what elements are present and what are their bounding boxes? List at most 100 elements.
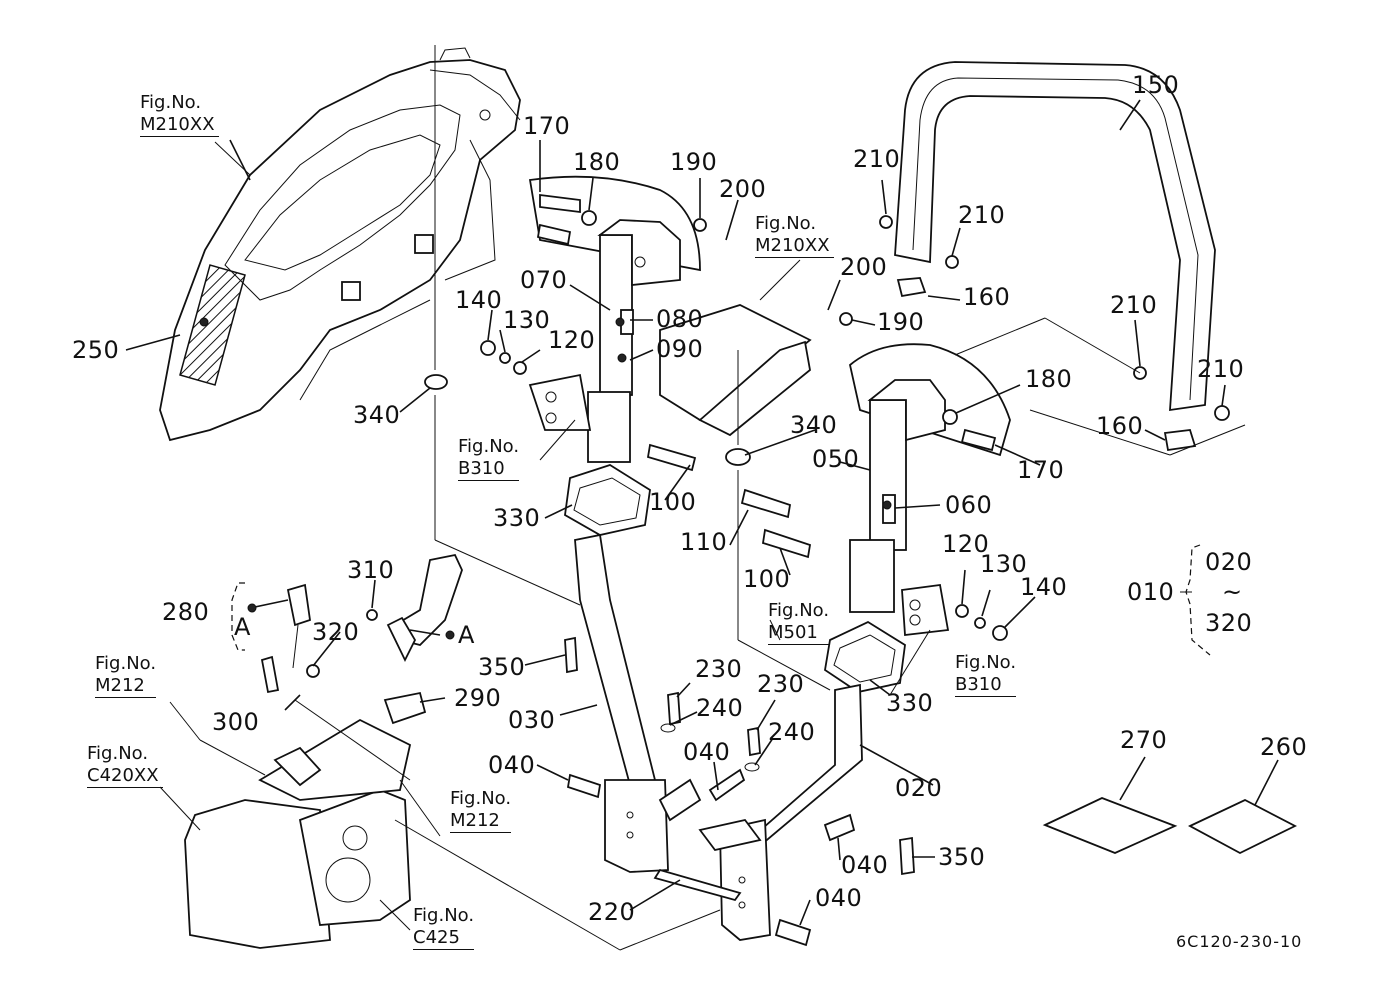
label-150: 150 bbox=[1132, 71, 1180, 99]
label-270: 270 bbox=[1120, 726, 1168, 754]
label-210-a: 210 bbox=[853, 145, 901, 173]
fig-ref-prefix: Fig.No. bbox=[413, 905, 475, 926]
label-340-a: 340 bbox=[353, 401, 401, 429]
label-030: 030 bbox=[508, 706, 556, 734]
label-range-sep: ~ bbox=[1222, 578, 1243, 606]
fig-ref-prefix: Fig.No. bbox=[955, 652, 1017, 673]
label-110: 110 bbox=[680, 528, 728, 556]
label-210-b: 210 bbox=[958, 201, 1006, 229]
fig-ref-value: B310 bbox=[458, 458, 520, 481]
label-170-a: 170 bbox=[523, 112, 571, 140]
fig-ref-c425: Fig.No. C425 bbox=[413, 905, 475, 950]
label-170-b: 170 bbox=[1017, 456, 1065, 484]
label-040-b: 040 bbox=[683, 738, 731, 766]
label-detail-a-1: A bbox=[234, 613, 251, 641]
fig-ref-m210xx-center: Fig.No. M210XX bbox=[755, 213, 834, 258]
label-160-a: 160 bbox=[963, 283, 1011, 311]
fig-ref-b310-left: Fig.No. B310 bbox=[458, 436, 520, 481]
label-160-b: 160 bbox=[1096, 412, 1144, 440]
transmission-illustration bbox=[184, 718, 412, 949]
label-350-a: 350 bbox=[478, 653, 526, 681]
reference-lines bbox=[294, 45, 1246, 951]
fig-ref-value: C425 bbox=[413, 927, 475, 950]
label-330-b: 330 bbox=[886, 689, 934, 717]
label-040-d: 040 bbox=[815, 884, 863, 912]
fig-ref-value: M210XX bbox=[755, 235, 834, 258]
label-300: 300 bbox=[212, 708, 260, 736]
label-340-b: 340 bbox=[790, 411, 838, 439]
label-210-c: 210 bbox=[1110, 291, 1158, 319]
fig-ref-leaders bbox=[159, 141, 931, 931]
label-230-a: 230 bbox=[695, 655, 743, 683]
label-330-a: 330 bbox=[493, 504, 541, 532]
label-120-b: 120 bbox=[942, 530, 990, 558]
label-range-from: 020 bbox=[1205, 548, 1253, 576]
label-050: 050 bbox=[812, 445, 860, 473]
label-range-to: 320 bbox=[1205, 609, 1253, 637]
hardware-illustration bbox=[424, 193, 1008, 947]
diagram-code: 6C120-230-10 bbox=[1176, 932, 1303, 951]
lower-bracket-illustrations bbox=[574, 533, 863, 941]
label-140-a: 140 bbox=[455, 286, 503, 314]
label-180-b: 180 bbox=[1025, 365, 1073, 393]
label-130-a: 130 bbox=[503, 306, 551, 334]
fig-ref-prefix: Fig.No. bbox=[450, 788, 512, 809]
label-120-a: 120 bbox=[548, 326, 596, 354]
label-260: 260 bbox=[1260, 733, 1308, 761]
fig-ref-prefix: Fig.No. bbox=[140, 92, 202, 113]
lever-parts-illustration bbox=[260, 553, 463, 725]
fig-ref-prefix: Fig.No. bbox=[95, 653, 157, 674]
bracket-marks bbox=[231, 317, 1211, 656]
leader-lines bbox=[125, 99, 1279, 926]
boot-illustrations bbox=[564, 464, 906, 693]
label-020: 020 bbox=[895, 774, 943, 802]
label-070: 070 bbox=[520, 266, 568, 294]
label-140-b: 140 bbox=[1020, 573, 1068, 601]
label-280: 280 bbox=[162, 598, 210, 626]
label-320: 320 bbox=[312, 618, 360, 646]
fender-illustration bbox=[159, 47, 521, 442]
fig-ref-prefix: Fig.No. bbox=[755, 213, 817, 234]
fig-ref-value: M212 bbox=[95, 675, 157, 698]
label-310: 310 bbox=[347, 556, 395, 584]
label-230-b: 230 bbox=[757, 670, 805, 698]
label-100-a: 100 bbox=[649, 488, 697, 516]
label-200-a: 200 bbox=[719, 175, 767, 203]
fig-ref-value: M501 bbox=[768, 622, 830, 645]
label-190-a: 190 bbox=[670, 148, 718, 176]
fig-ref-value: B310 bbox=[955, 674, 1017, 697]
label-080: 080 bbox=[656, 305, 704, 333]
label-190-b: 190 bbox=[877, 308, 925, 336]
fig-ref-c420xx: Fig.No. C420XX bbox=[87, 743, 163, 788]
fig-ref-value: M212 bbox=[450, 810, 512, 833]
label-210-d: 210 bbox=[1197, 355, 1245, 383]
fig-ref-prefix: Fig.No. bbox=[87, 743, 149, 764]
fig-ref-value: C420XX bbox=[87, 765, 163, 788]
label-010: 010 bbox=[1127, 578, 1175, 606]
label-240-a: 240 bbox=[696, 694, 744, 722]
label-040-a: 040 bbox=[488, 751, 536, 779]
label-090: 090 bbox=[656, 335, 704, 363]
fig-ref-b310-right: Fig.No. B310 bbox=[955, 652, 1017, 697]
platform-illustration bbox=[659, 304, 812, 437]
fig-ref-m210xx-left: Fig.No. M210XX bbox=[140, 92, 219, 137]
fig-ref-prefix: Fig.No. bbox=[768, 600, 830, 621]
label-130-b: 130 bbox=[980, 550, 1028, 578]
label-220: 220 bbox=[588, 898, 636, 926]
label-250: 250 bbox=[72, 336, 120, 364]
label-200-b: 200 bbox=[840, 253, 888, 281]
label-040-c: 040 bbox=[841, 851, 889, 879]
label-180-a: 180 bbox=[573, 148, 621, 176]
rollbar-illustration bbox=[879, 61, 1230, 452]
label-350-b: 350 bbox=[938, 843, 986, 871]
fig-ref-prefix: Fig.No. bbox=[458, 436, 520, 457]
fig-ref-value: M210XX bbox=[140, 114, 219, 137]
label-060: 060 bbox=[945, 491, 993, 519]
decal-illustrations bbox=[1042, 797, 1297, 855]
right-post-illustration bbox=[849, 343, 1011, 637]
label-detail-a-2: A bbox=[458, 621, 475, 649]
fig-ref-m212-center: Fig.No. M212 bbox=[450, 788, 512, 833]
fig-ref-m501: Fig.No. M501 bbox=[768, 600, 830, 645]
label-290: 290 bbox=[454, 684, 502, 712]
